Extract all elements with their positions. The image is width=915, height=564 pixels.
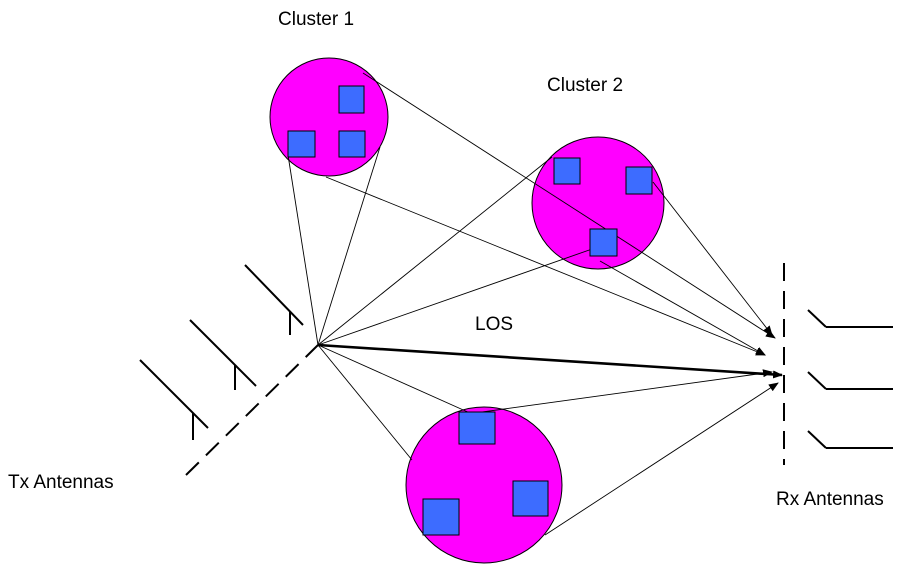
tx-antenna-3 <box>139 359 209 440</box>
los-label: LOS <box>475 314 514 335</box>
los-path <box>317 343 783 379</box>
cluster-1-label: Cluster 1 <box>278 9 355 30</box>
tx-array-axis <box>185 344 319 476</box>
cluster-1-scatterer <box>338 85 365 114</box>
cluster-1-scatterer <box>338 130 366 158</box>
tx-antenna-array <box>139 264 319 476</box>
rx-antenna-1 <box>807 309 893 328</box>
rx-antenna-array <box>783 263 893 465</box>
rx-antennas-label: Rx Antennas <box>776 489 884 510</box>
scatterers <box>287 85 653 536</box>
cluster-2-scatterer <box>625 166 653 195</box>
cluster-2-scatterer <box>553 157 581 185</box>
tx-antenna-1 <box>244 264 304 335</box>
cluster-2-label: Cluster 2 <box>547 75 624 96</box>
tx-antennas-label: Tx Antennas <box>8 472 114 493</box>
cluster-3-scatterer <box>422 498 460 536</box>
cluster-2-scatterer <box>589 228 618 257</box>
propagation-paths <box>287 72 779 536</box>
rx-antenna-3 <box>807 430 893 449</box>
cluster-1-scatterer <box>287 130 316 158</box>
cluster-1-circle <box>269 57 389 177</box>
cluster-3-scatterer <box>458 411 496 445</box>
rx-antenna-2 <box>807 371 893 390</box>
cluster-3-scatterer <box>512 480 549 517</box>
tx-antenna-2 <box>189 319 257 390</box>
